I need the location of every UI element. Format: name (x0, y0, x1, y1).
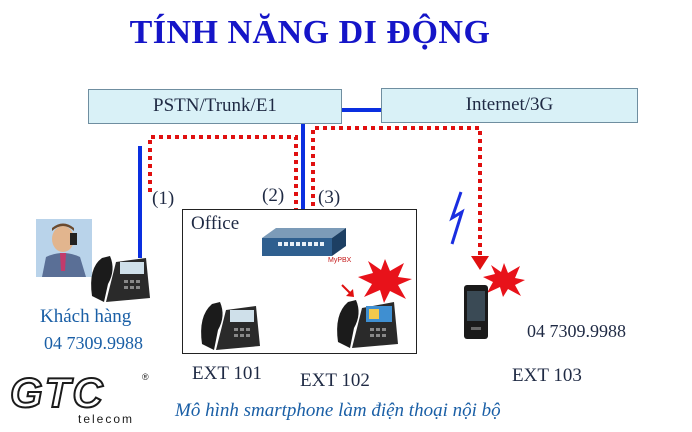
pstn-trunk-box: PSTN/Trunk/E1 (88, 89, 342, 124)
customer-desk-phone-icon (91, 256, 150, 302)
logo-registered-mark: ® (142, 372, 149, 382)
ringing-burst-icon (358, 259, 412, 303)
small-red-arrow-icon (341, 284, 354, 297)
ext103-phone: 04 7309.9988 (527, 321, 626, 341)
mobile-ringing-burst-icon (483, 263, 525, 297)
smartphone-icon (464, 285, 488, 339)
path-3-arrowhead (471, 256, 489, 270)
diagram-caption: Mô hình smartphone làm điện thoại nội bộ (175, 400, 501, 421)
ext103-label: EXT 103 (512, 365, 582, 386)
logo-subtext: telecom (78, 412, 135, 426)
path-label-1: (1) (152, 188, 175, 209)
pbx-device-icon: MyPBX (262, 228, 352, 264)
path-3-dotted (311, 126, 482, 258)
logo-text: GTC (9, 369, 105, 416)
ext101-desk-phone-icon (201, 302, 260, 350)
customer-phone: 04 7309.9988 (44, 333, 143, 353)
path-1-2-dotted (148, 135, 298, 222)
ext102-desk-phone-icon (337, 300, 398, 348)
ext102-label: EXT 102 (300, 370, 370, 391)
page-title: TÍNH NĂNG DI ĐỘNG (129, 14, 491, 51)
pbx-brand-text: MyPBX (328, 257, 352, 264)
path-label-2: (2) (262, 185, 285, 206)
gtc-logo: GTC ® telecom (9, 369, 160, 428)
office-label: Office (191, 213, 240, 234)
ext101-label: EXT 101 (192, 363, 262, 384)
wireless-lightning-icon (449, 191, 465, 245)
path-label-3: (3) (318, 187, 341, 208)
internet-3g-box: Internet/3G (381, 88, 638, 123)
customer-person-icon (36, 219, 92, 277)
customer-name: Khách hàng (40, 306, 132, 327)
